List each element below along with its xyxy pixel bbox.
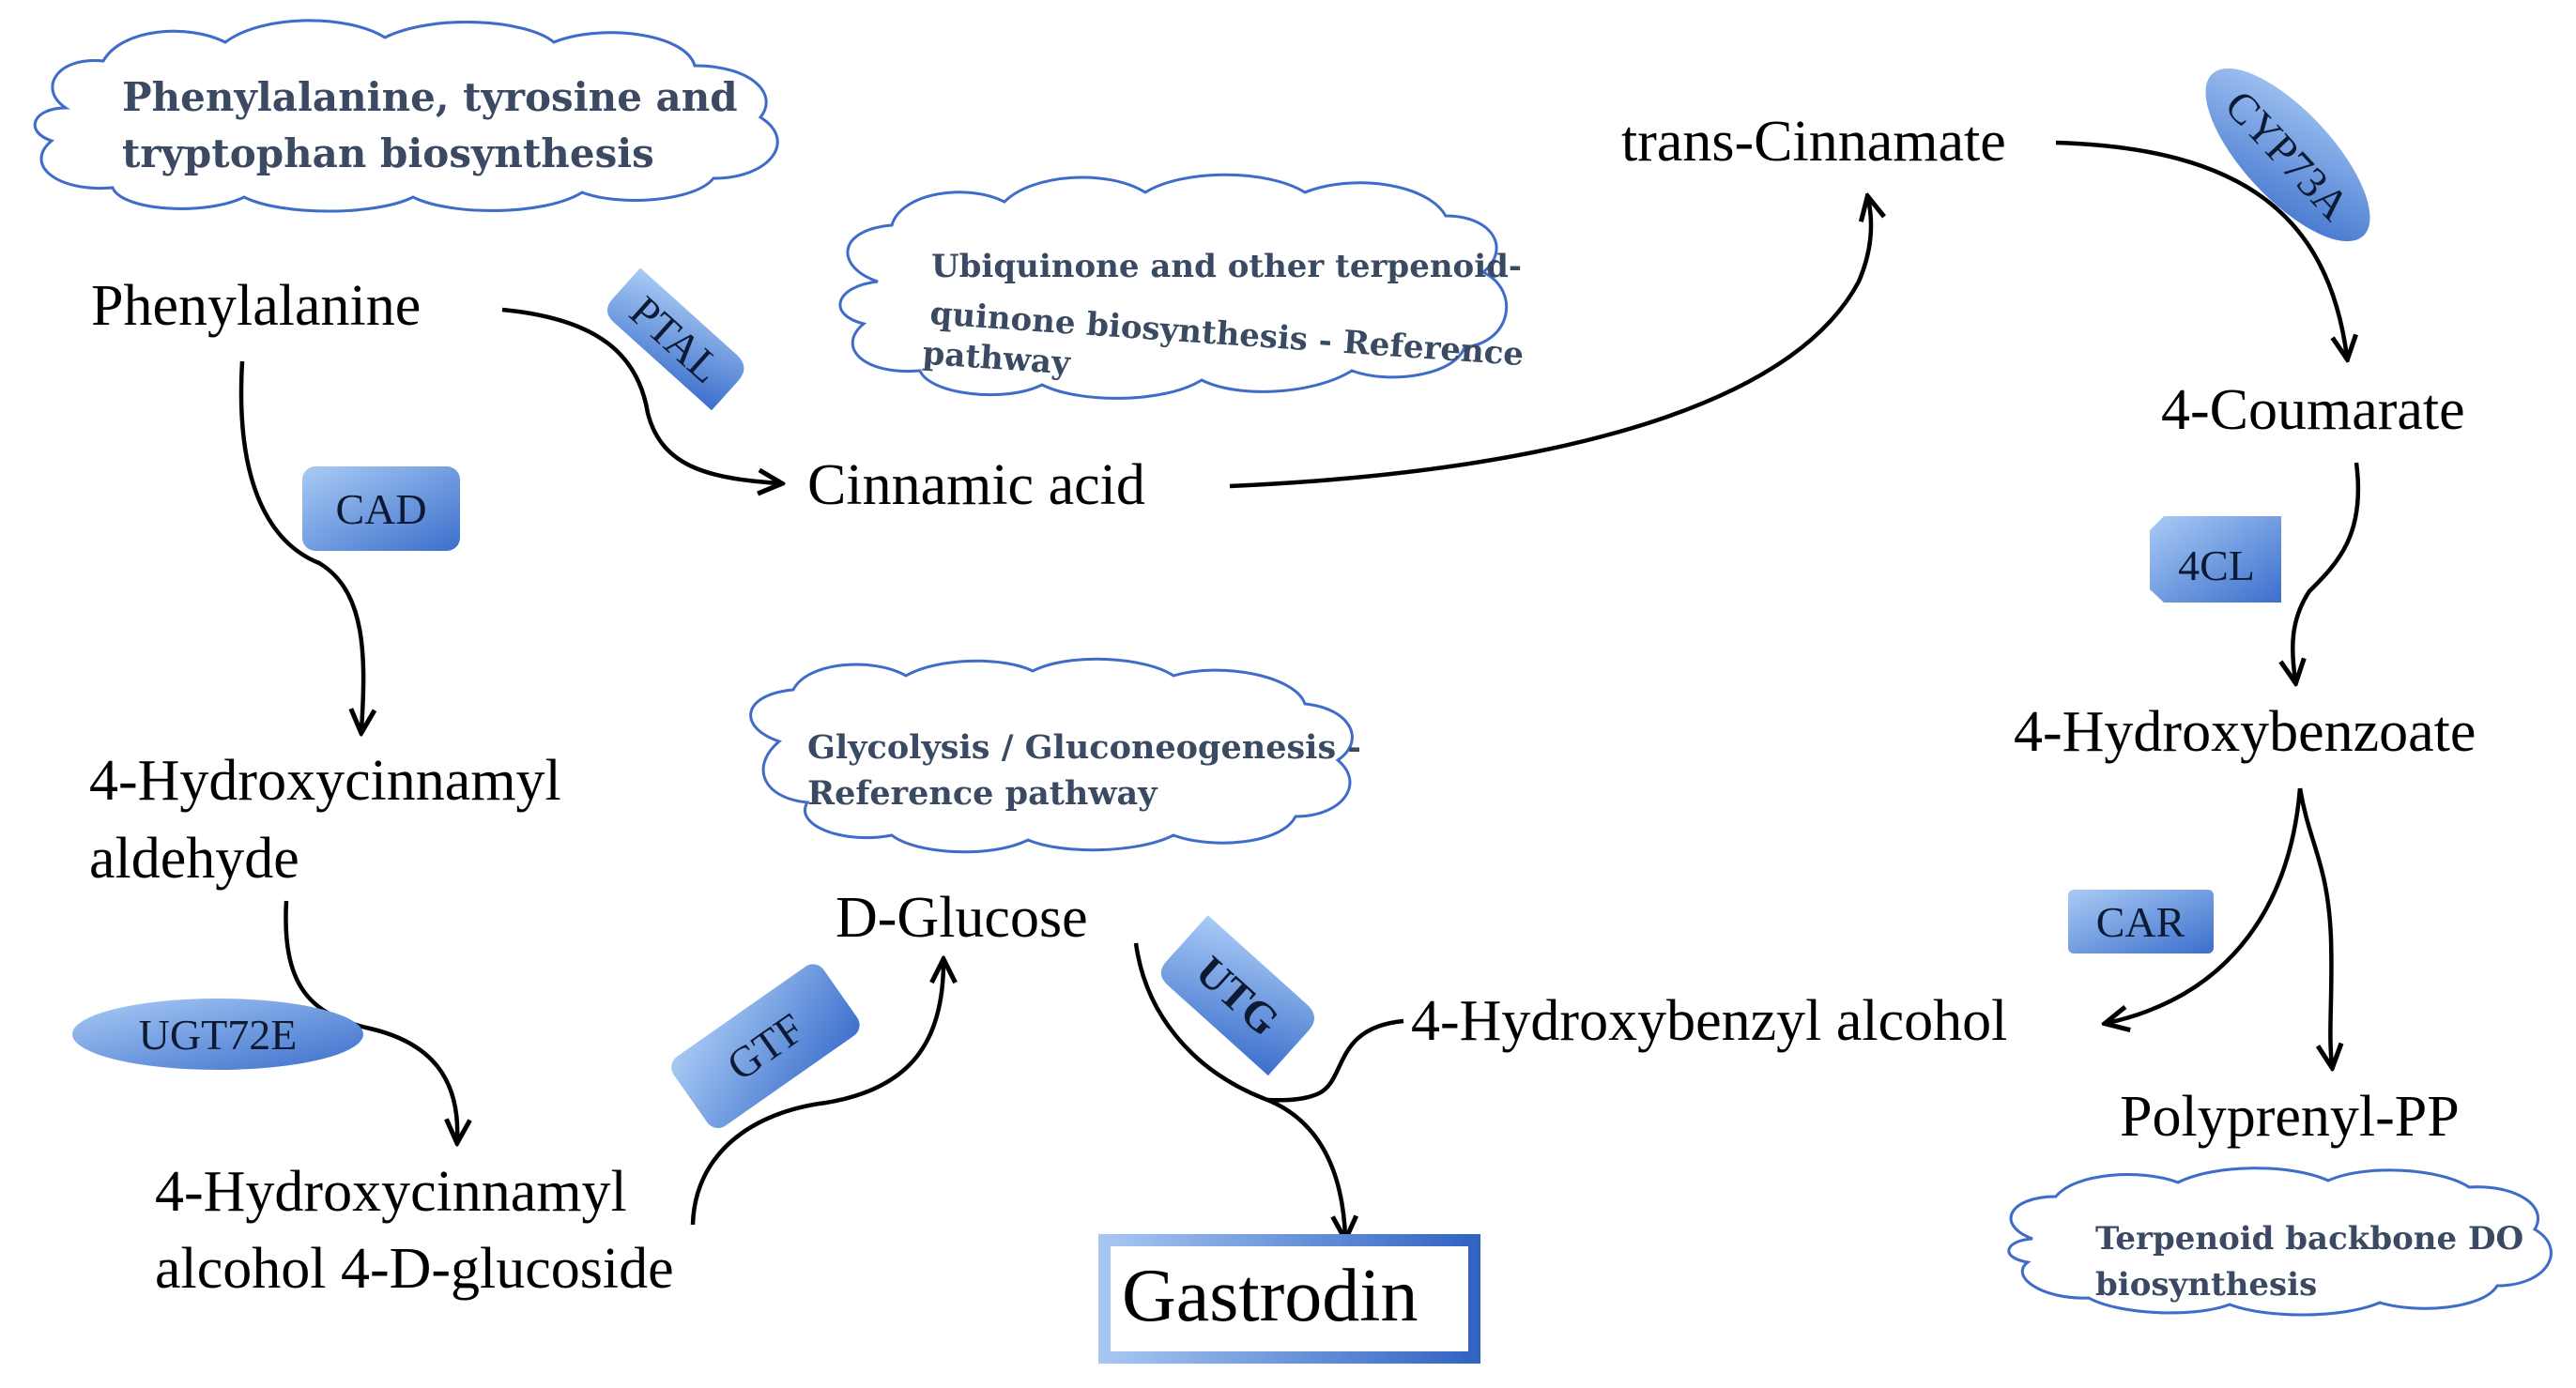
enzyme-cyp73a: CYP73A [2205,68,2370,242]
compound-4-hydroxycinnamyl-aldehyde-line1: 4-Hydroxycinnamyl [89,749,561,813]
enzyme-utg: UTG [1160,915,1314,1076]
cloud-terpenoid-backbone-biosynthesis: Terpenoid backbone DO biosynthesis [2007,1167,2553,1317]
product-gastrodin-label: Gastrodin [1122,1255,1418,1337]
enzyme-ugt72e: UGT72E [72,999,363,1070]
cloud-aromatic-line1: Phenylalanine, tyrosine and [122,74,738,120]
arrow-d-glucose-to-gastrodin [1133,942,1345,1237]
enzyme-gtf: GTF [671,964,860,1129]
compound-trans-cinnamate: trans-Cinnamate [1621,110,2006,174]
cloud-aromatic-line2: tryptophan biosynthesis [122,130,654,176]
arrow-hydroxybenzoate-to-hydroxybenzyl-alcohol [2108,787,2303,1023]
compound-polyprenyl-pp: Polyprenyl-PP [2120,1085,2460,1149]
enzyme-car: CAR [2068,890,2214,953]
compound-d-glucose: D-Glucose [836,886,1088,950]
compound-glucoside-line1: 4-Hydroxycinnamyl [155,1160,627,1224]
enzyme-cad-label: CAD [335,485,426,533]
svg-text:Glycolysis / Gluconeogenesis -: Glycolysis / Gluconeogenesis - Reference… [807,728,1372,813]
arrow-phenylalanine-to-cinnamic-acid [501,307,779,483]
enzyme-cad: CAD [302,466,460,551]
cloud-glycolysis-line2: Reference pathway [807,774,1158,813]
arrow-glucoside-to-d-glucose [690,962,943,1226]
compound-phenylalanine: Phenylalanine [91,274,421,338]
arrow-hydroxybenzyl-alcohol-join [1266,1018,1404,1103]
cloud-glycolysis-line1: Glycolysis / Gluconeogenesis - [807,728,1361,767]
svg-text:Ubiquinone and other terpenoid: Ubiquinone and other terpenoid- [931,248,1522,285]
svg-text:Phenylalanine, tyrosine and: Phenylalanine, tyrosine and tryptophan b… [122,74,751,176]
enzyme-ptal: PTAL [606,267,744,411]
reaction-arrows [238,140,2361,1237]
cloud-ubiquinone-line1: Ubiquinone and other terpenoid- [931,248,1522,285]
arrow-hydroxybenzoate-to-polyprenyl-pp [2297,787,2332,1065]
arrow-aldehyde-to-glucoside [284,900,457,1140]
enzyme-4cl: 4CL [2150,516,2281,602]
compound-cinnamic-acid: Cinnamic acid [807,453,1145,517]
enzyme-4cl-label: 4CL [2178,541,2255,589]
cloud-glycolysis-gluconeogenesis: Glycolysis / Gluconeogenesis - Reference… [749,657,1372,854]
compound-4-hydroxycinnamyl-aldehyde-line2: aldehyde [89,827,299,891]
enzyme-ugt72e-label: UGT72E [139,1011,298,1059]
compound-4-hydroxybenzyl-alcohol: 4-Hydroxybenzyl alcohol [1411,989,2007,1053]
cloud-terpenoid-line1: Terpenoid backbone DO [2095,1220,2523,1258]
arrow-trans-cinnamate-to-coumarate [2055,140,2347,357]
cloud-aromatic-aa-biosynthesis: Phenylalanine, tyrosine and tryptophan b… [33,19,779,213]
product-gastrodin-box: Gastrodin [1098,1234,1480,1364]
cloud-ubiquinone-biosynthesis: Ubiquinone and other terpenoid- quinone … [838,173,1525,400]
compound-4-coumarate: 4-Coumarate [2161,378,2465,442]
arrow-phenylalanine-to-aldehyde [238,360,363,730]
svg-text:Terpenoid backbone DO bi: Terpenoid backbone DO biosynthesis [2095,1220,2535,1304]
arrow-cinnamic-acid-to-trans-cinnamate [1229,199,1871,489]
cloud-terpenoid-line2: biosynthesis [2095,1266,2317,1304]
compound-4-hydroxybenzoate: 4-Hydroxybenzoate [2014,700,2476,764]
enzyme-car-label: CAR [2096,898,2185,946]
compound-glucoside-line2: alcohol 4-D-glucoside [155,1237,674,1301]
arrow-coumarate-to-hydroxybenzoate [2292,462,2361,680]
